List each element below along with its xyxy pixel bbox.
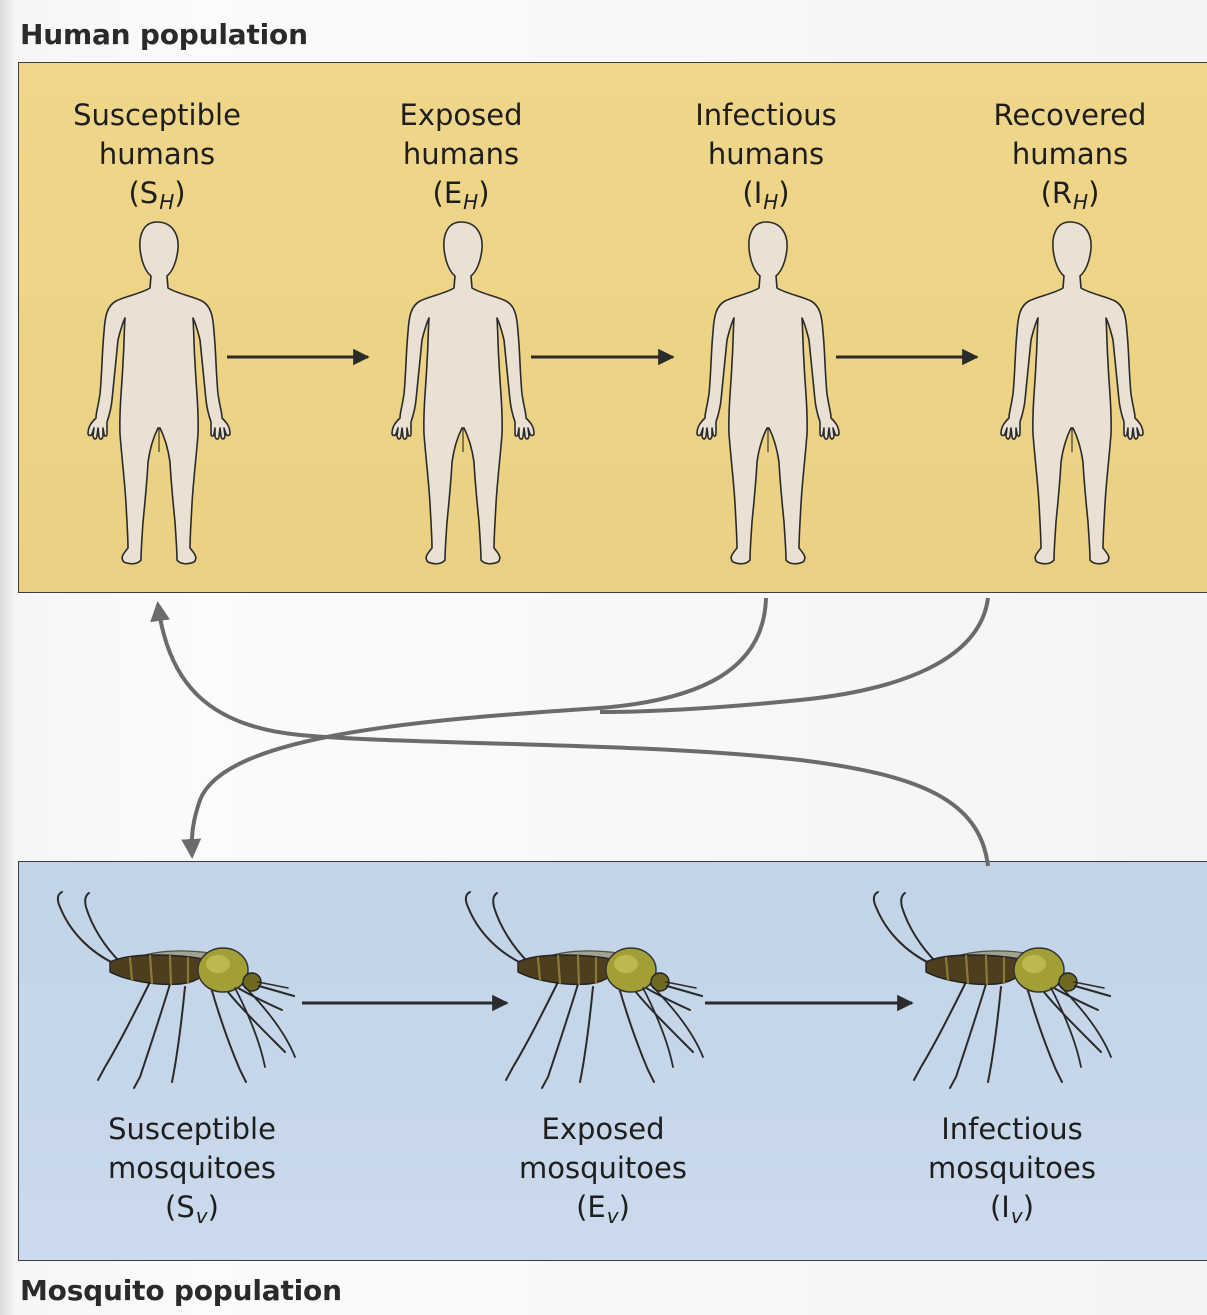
exposed-human-figure-icon [392, 222, 534, 564]
recovered-human-figure-icon [1001, 222, 1143, 564]
susceptible-mosquito-icon [58, 892, 295, 1088]
infectious-human-figure-icon [697, 222, 839, 564]
exposed-mosquito-icon [466, 892, 703, 1088]
curve-infectious-mosquitoes-to-susceptible-humans [158, 605, 988, 866]
curve-infectious-humans-to-susceptible-mosquitoes [192, 598, 766, 855]
curve-recovered-humans-connection [600, 598, 988, 712]
infectious-mosquito-icon [874, 892, 1111, 1088]
susceptible-human-figure-icon [88, 222, 230, 564]
